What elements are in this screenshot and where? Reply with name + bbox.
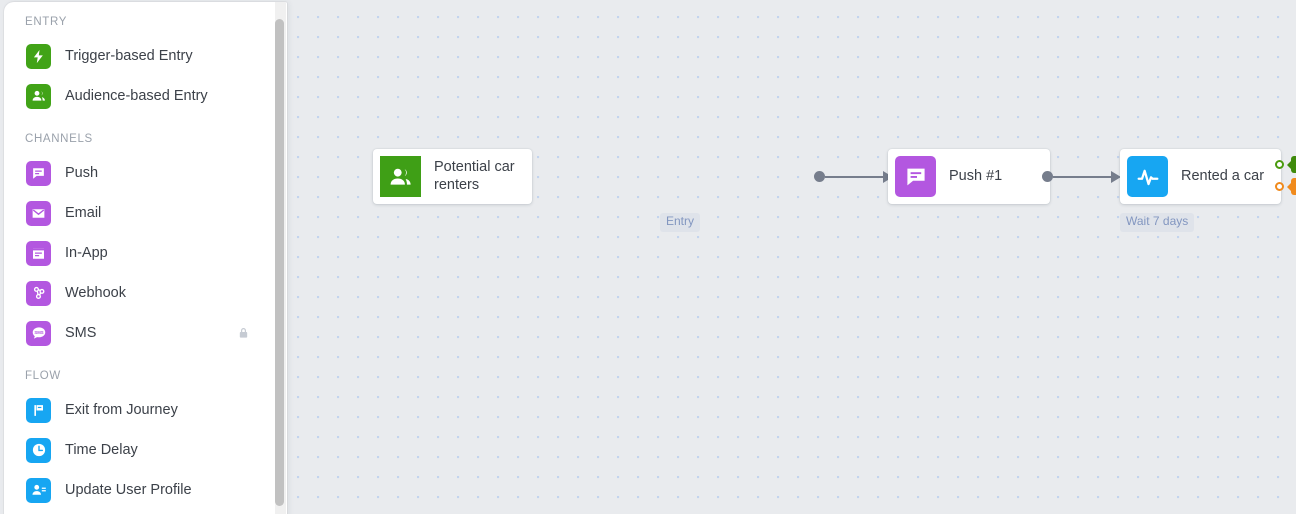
sms-bubble-icon: SMS — [26, 320, 51, 346]
branch-badge-triggered[interactable]: Triggered — [1291, 156, 1296, 173]
push-message-icon — [895, 156, 936, 197]
palette-scroll-area[interactable]: ENTRY Trigger-based Entry Audience-based — [4, 2, 287, 514]
sidebar-item-push[interactable]: Push — [4, 153, 276, 193]
journey-node-entry[interactable]: Potential car renters — [373, 149, 532, 204]
sidebar-item-trigger-based-entry[interactable]: Trigger-based Entry — [4, 36, 276, 76]
user-edit-icon — [26, 477, 51, 503]
lock-icon — [237, 326, 250, 340]
lightning-bolt-icon — [26, 43, 51, 69]
webhook-icon — [26, 280, 51, 306]
activity-pulse-icon — [1127, 156, 1168, 197]
journey-node-rented-a-car[interactable]: Rented a car — [1120, 149, 1281, 204]
sidebar-item-label: Trigger-based Entry — [65, 48, 193, 64]
clock-icon — [26, 437, 51, 463]
node-tag-wait: Wait 7 days — [1120, 213, 1195, 232]
branch-port-triggered[interactable] — [1275, 160, 1284, 169]
journey-canvas[interactable]: Potential car renters Entry Push #1 — [287, 0, 1296, 514]
audience-people-icon — [26, 83, 51, 109]
audience-people-icon — [380, 156, 421, 197]
section-header-channels: CHANNELS — [25, 133, 93, 145]
sidebar-item-audience-based-entry[interactable]: Audience-based Entry — [4, 76, 276, 116]
sidebar-item-label: Email — [65, 205, 102, 221]
section-header-flow: FLOW — [25, 370, 61, 382]
in-app-window-icon — [26, 240, 51, 266]
branch-badge-not-triggered[interactable]: Not triggered — [1291, 178, 1296, 195]
node-title: Potential car renters — [434, 158, 515, 193]
node-title: Rented a car — [1181, 167, 1265, 184]
sidebar-item-update-user-profile[interactable]: Update User Profile — [4, 470, 276, 510]
section-header-entry: ENTRY — [25, 16, 68, 28]
output-port-push[interactable] — [1042, 171, 1053, 182]
sidebar-item-label: Push — [65, 165, 99, 181]
edge-arrow-icon — [1111, 170, 1121, 183]
sidebar-item-label: Audience-based Entry — [65, 88, 208, 104]
sidebar-scrollbar-track[interactable] — [275, 2, 286, 514]
sidebar-item-exit-from-journey[interactable]: Exit from Journey — [4, 390, 276, 430]
sidebar-item-label: In-App — [65, 245, 108, 261]
sidebar-scrollbar-thumb[interactable] — [275, 19, 284, 506]
output-port-entry[interactable] — [814, 171, 825, 182]
branch-port-not-triggered[interactable] — [1275, 182, 1284, 191]
edge-entry-to-push — [825, 175, 885, 178]
sidebar-item-webhook[interactable]: Webhook — [4, 273, 276, 313]
sidebar-item-email[interactable]: Email — [4, 193, 276, 233]
node-tag-entry: Entry — [660, 213, 701, 232]
sidebar-item-label: SMS — [65, 325, 97, 341]
edge-push-to-rented — [1053, 175, 1113, 178]
exit-flag-icon — [26, 397, 51, 423]
sidebar-item-label: Webhook — [65, 285, 126, 301]
component-palette-sidebar: ENTRY Trigger-based Entry Audience-based — [4, 2, 287, 514]
node-title: Push #1 — [949, 167, 1003, 184]
journey-node-push[interactable]: Push #1 — [888, 149, 1050, 204]
svg-text:SMS: SMS — [34, 330, 43, 335]
envelope-icon — [26, 200, 51, 226]
sidebar-item-label: Update User Profile — [65, 482, 192, 498]
sidebar-item-time-delay[interactable]: Time Delay — [4, 430, 276, 470]
sidebar-item-label: Exit from Journey — [65, 402, 178, 418]
sidebar-item-label: Time Delay — [65, 442, 138, 458]
push-message-icon — [26, 160, 51, 186]
sidebar-item-in-app[interactable]: In-App — [4, 233, 276, 273]
sidebar-item-sms[interactable]: SMS SMS — [4, 313, 276, 353]
